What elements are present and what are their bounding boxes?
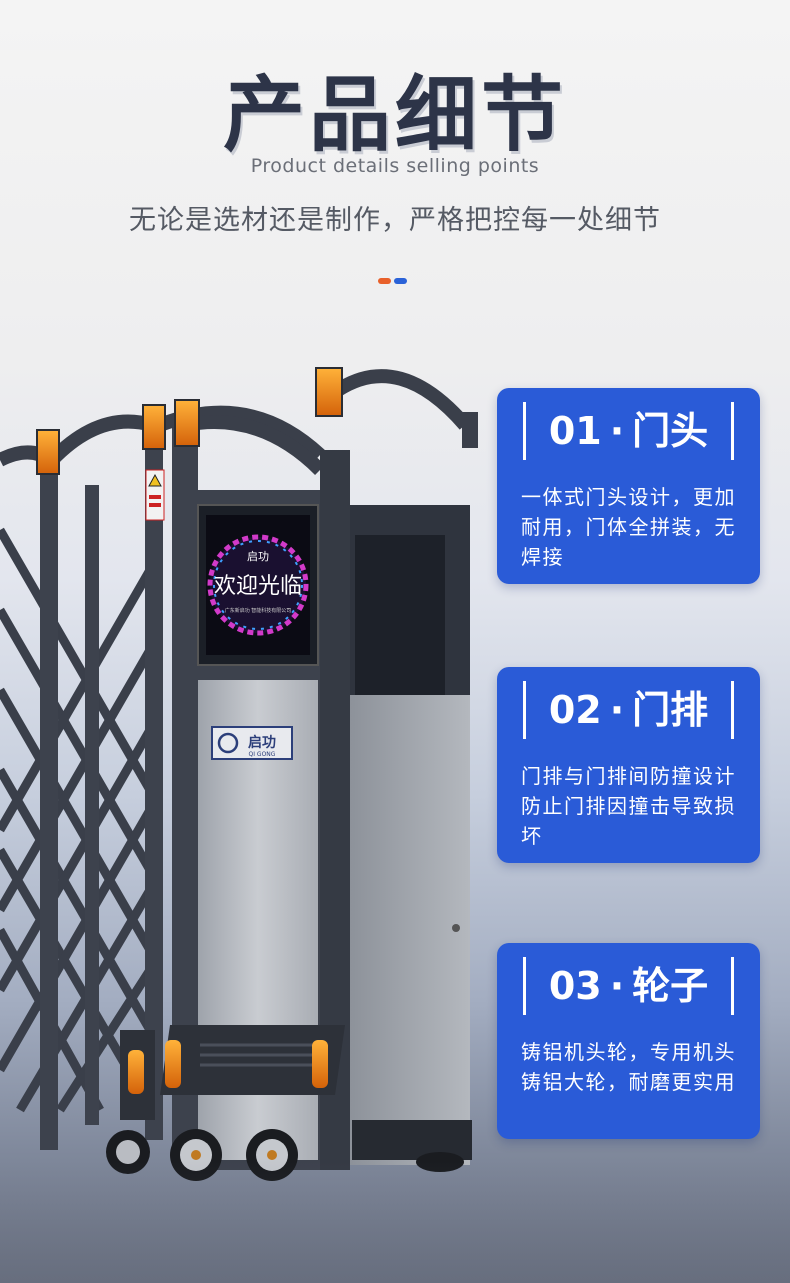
- feature-card-1-title: 门头: [632, 409, 709, 453]
- feature-card-3-title: 轮子: [632, 964, 709, 1008]
- brand-logo-pinyin: QI GONG: [249, 751, 276, 758]
- blue-dot: [394, 278, 407, 284]
- wheel-housing: [120, 1025, 472, 1160]
- page-title: 产品细节: [222, 68, 567, 163]
- reflector-icon: [36, 367, 478, 475]
- feature-card-2: 02·门排 门排与门排间防撞设计 防止门排因撞击导致损坏: [497, 667, 760, 863]
- side-panel: [350, 695, 470, 1165]
- feature-card-3-desc: 铸铝机头轮，专用机头铸铝大轮，耐磨更实用: [521, 1040, 736, 1094]
- screen-small-text: 广东新启功 智能科技有限公司: [225, 607, 292, 614]
- cavity: [355, 535, 445, 695]
- warning-sticker-icon: [145, 469, 165, 521]
- lattice-posts: [40, 420, 198, 1160]
- feature-card-3: 03·轮子 铸铝机头轮，专用机头铸铝大轮，耐磨更实用: [497, 943, 760, 1139]
- feature-card-2-desc: 门排与门排间防撞设计 防止门排因撞击导致损坏: [521, 764, 758, 848]
- feature-card-1-sep: ·: [609, 409, 625, 453]
- brand-plate: 启功 QI GONG: [211, 726, 293, 760]
- feature-card-1-heading: 01·门头: [523, 402, 734, 460]
- feature-card-1-num: 01: [548, 409, 602, 453]
- page-subtitle: Product details selling points: [250, 155, 540, 177]
- feature-card-2-heading: 02·门排: [523, 681, 734, 739]
- page-slogan: 无论是选材还是制作，严格把控每一处细节: [129, 205, 661, 236]
- feature-card-2-title: 门排: [632, 688, 709, 732]
- lock-icon: [452, 924, 460, 932]
- decorative-dots: [378, 269, 410, 284]
- scissor-lattice: [0, 527, 154, 1113]
- gate-arches: [0, 369, 471, 475]
- header-section: 产品细节 Product details selling points 无论是选…: [0, 0, 790, 300]
- floor-shadow: [0, 1160, 790, 1283]
- feature-card-2-num: 02: [548, 688, 602, 732]
- screen-logo: 启功: [247, 550, 269, 563]
- feature-card-1: 01·门头 一体式门头设计，更加耐用，门体全拼装，无焊接: [497, 388, 760, 584]
- orange-dot: [378, 278, 391, 284]
- brand-logo-text: 启功: [248, 734, 276, 751]
- feature-card-3-num: 03: [548, 964, 602, 1008]
- gate-illustration: 启功 欢迎光临 广东新启功 智能科技有限公司 启功 QI GONG: [0, 367, 478, 1181]
- feature-card-3-heading: 03·轮子: [523, 957, 734, 1015]
- led-display: 启功 欢迎光临 广东新启功 智能科技有限公司: [197, 504, 319, 666]
- feature-card-1-desc: 一体式门头设计，更加耐用，门体全拼装，无焊接: [521, 485, 736, 569]
- screen-welcome-text: 欢迎光临: [214, 574, 302, 599]
- wheel-icon: [106, 1129, 464, 1181]
- feature-card-2-sep: ·: [609, 688, 625, 732]
- feature-card-3-sep: ·: [609, 964, 625, 1008]
